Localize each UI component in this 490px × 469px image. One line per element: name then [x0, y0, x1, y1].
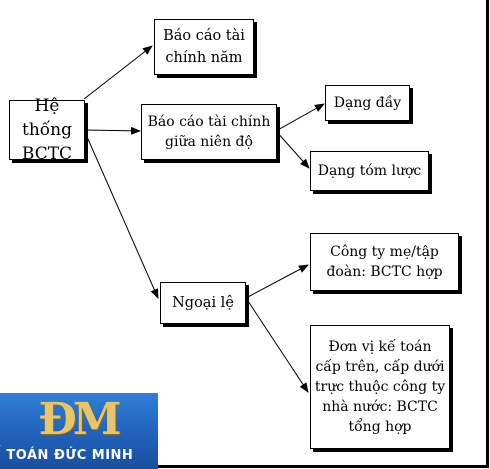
arrow-exception-group — [245, 264, 309, 299]
logo-monogram: ĐM — [38, 394, 121, 445]
node-exception: Ngoại lệ — [160, 282, 246, 324]
arrow-exception-state — [245, 297, 309, 393]
node-group-company-label: Công ty mẹ/tập đoàn: BCTC hợp — [326, 244, 443, 280]
node-annual-report-label: Báo cáo tài chính năm — [163, 28, 245, 66]
arrow-root-exception — [83, 129, 159, 299]
arrow-root-annual — [83, 45, 153, 100]
brand-logo: ĐM Ế TOÁN ĐỨC MINH — [0, 393, 158, 469]
logo-brand-text: Ế TOÁN ĐỨC MINH — [0, 448, 134, 463]
node-full-form: Dạng đầy — [325, 85, 410, 121]
root-label: Hệ thống BCTC — [21, 96, 73, 164]
node-summary-form-label: Dạng tóm lược — [317, 163, 422, 179]
arrow-root-interim — [83, 126, 141, 135]
arrow-interim-summary — [275, 130, 310, 169]
node-full-form-label: Dạng đầy — [333, 95, 402, 111]
node-summary-form: Dạng tóm lược — [310, 151, 429, 191]
node-state-unit-label: Đơn vị kế toán cấp trên, cấp dưới trực t… — [314, 339, 446, 435]
node-interim-report: Báo cáo tài chính giữa niên độ — [141, 104, 277, 160]
node-group-company: Công ty mẹ/tập đoàn: BCTC hợp — [310, 233, 459, 291]
node-exception-label: Ngoại lệ — [172, 295, 234, 311]
node-interim-report-label: Báo cáo tài chính giữa niên độ — [147, 114, 271, 150]
root-node: Hệ thống BCTC — [9, 96, 85, 164]
node-state-unit: Đơn vị kế toán cấp trên, cấp dưới trực t… — [310, 325, 450, 449]
node-annual-report: Báo cáo tài chính năm — [154, 19, 254, 75]
arrow-interim-full — [275, 103, 325, 132]
